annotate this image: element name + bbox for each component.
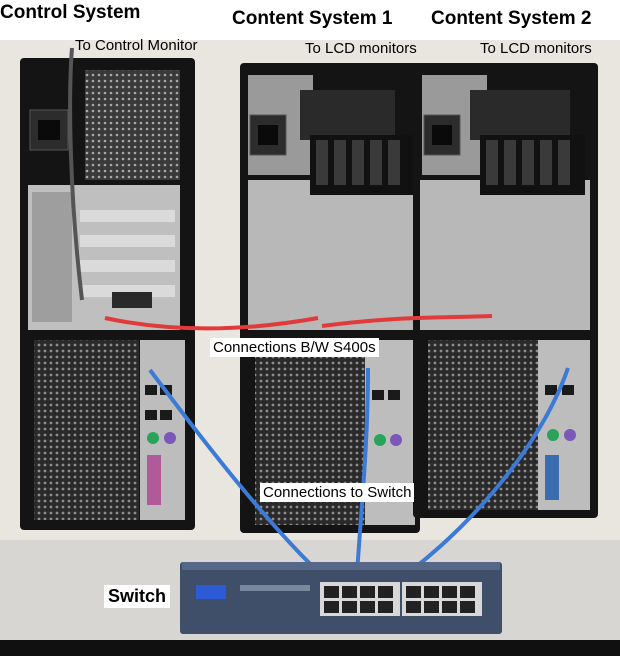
red-cable-s400-1: [104, 316, 319, 331]
content-system-2-tower: [413, 63, 598, 518]
label-content-system-1: Content System 1: [232, 8, 393, 29]
label-connections-to-switch: Connections to Switch: [260, 483, 415, 502]
red-cable-s400-2: [321, 314, 493, 328]
label-to-control-monitor: To Control Monitor: [75, 37, 198, 54]
label-connections-bw-s400s: Connections B/W S400s: [210, 338, 379, 357]
label-content-system-2: Content System 2: [431, 8, 592, 29]
control-system-tower: [20, 58, 195, 530]
network-switch: [180, 562, 502, 634]
control-monitor-cable: [68, 47, 84, 301]
label-to-lcd-monitors-1: To LCD monitors: [305, 40, 417, 57]
content-system-1-tower: [240, 63, 420, 533]
photo-bottom-edge: [0, 640, 620, 656]
label-to-lcd-monitors-2: To LCD monitors: [480, 40, 592, 57]
label-control-system: Control System: [0, 2, 141, 23]
label-switch: Switch: [104, 585, 171, 608]
